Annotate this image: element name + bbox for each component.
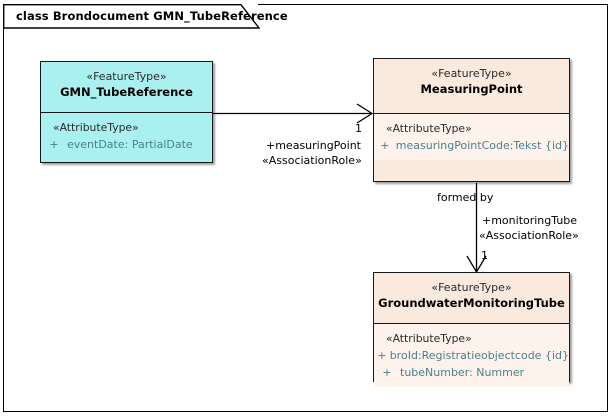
class-stereotype: «FeatureType» (86, 70, 167, 83)
attribute-text: eventDate: PartialDate (67, 138, 193, 151)
class-name: GMN_TubeReference (60, 85, 193, 99)
class-stereotype: «FeatureType» (431, 281, 512, 294)
diagram-title-tab: class Brondocument GMN_TubeReference (3, 4, 288, 29)
attribute-text: measuringPointCode:Tekst {id} (395, 139, 569, 152)
class-body-groundwater-monitoring-tube: «AttributeType» + broId:Registratieobjec… (374, 324, 569, 387)
class-name: GroundwaterMonitoringTube (378, 296, 565, 310)
attribute-visibility: + (49, 138, 59, 151)
class-box-measuring-point[interactable]: «FeatureType» MeasuringPoint «AttributeT… (373, 58, 570, 182)
class-name: MeasuringPoint (420, 82, 523, 96)
attribute-text: tubeNumber: Nummer (400, 366, 525, 379)
association-multiplicity-measuringpoint: 1 (355, 122, 362, 135)
class-stereotype: «FeatureType» (431, 67, 512, 80)
attribute-visibility: + (377, 349, 387, 362)
association-role-stereotype-measuringpoint: «AssociationRole» (262, 154, 362, 167)
diagram-frame (3, 4, 608, 412)
association-role-stereotype-monitoringtube: «AssociationRole» (479, 229, 579, 242)
association-multiplicity-monitoringtube: 1 (481, 249, 488, 262)
attribute-row: + tubeNumber: Nummer (374, 364, 569, 381)
association-role-measuringpoint: +measuringPoint (266, 139, 361, 152)
diagram-frame-notch (4, 0, 258, 6)
attribute-stereotype: «AttributeType» (53, 121, 139, 134)
attribute-row: + measuringPointCode:Tekst {id} (374, 137, 569, 154)
class-header-gmn-tube-reference: «FeatureType» GMN_TubeReference (41, 62, 212, 113)
attribute-row: + eventDate: PartialDate (41, 136, 212, 153)
attribute-stereotype: «AttributeType» (386, 122, 472, 135)
attribute-visibility: + (380, 139, 390, 152)
class-header-groundwater-monitoring-tube: «FeatureType» GroundwaterMonitoringTube (374, 273, 569, 324)
class-body-measuring-point: «AttributeType» + measuringPointCode:Tek… (374, 114, 569, 160)
page-title: class Brondocument GMN_TubeReference (16, 9, 288, 23)
class-box-groundwater-monitoring-tube[interactable]: «FeatureType» GroundwaterMonitoringTube … (373, 272, 570, 387)
attribute-stereotype: «AttributeType» (386, 332, 472, 345)
title-tab-shape (3, 4, 260, 29)
association-name-formed-by: formed by (437, 191, 494, 204)
class-body-gmn-tube-reference: «AttributeType» + eventDate: PartialDate (41, 113, 212, 159)
attribute-visibility: + (382, 366, 392, 379)
association-role-monitoringtube: +monitoringTube (482, 214, 578, 227)
class-box-gmn-tube-reference[interactable]: «FeatureType» GMN_TubeReference «Attribu… (40, 61, 213, 163)
class-header-measuring-point: «FeatureType» MeasuringPoint (374, 59, 569, 114)
attribute-row: + broId:Registratieobjectcode {id} (374, 347, 569, 364)
attribute-text: broId:Registratieobjectcode {id} (389, 349, 569, 362)
